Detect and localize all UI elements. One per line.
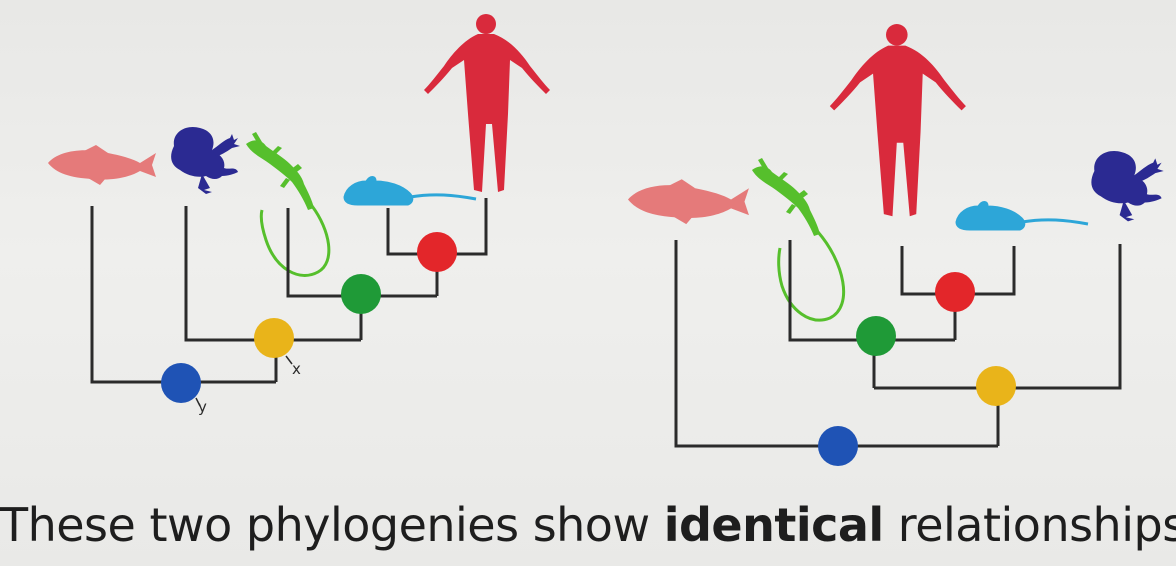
left-fish-icon <box>48 145 156 185</box>
right-phylogeny <box>628 24 1164 466</box>
left-node-green <box>341 274 381 314</box>
left-node-blue <box>161 363 201 403</box>
right-tree-branches <box>674 240 1122 448</box>
right-frog-icon <box>1091 151 1164 222</box>
node-label-x: x <box>292 360 301 378</box>
right-node-blue <box>818 426 858 466</box>
right-node-yellow <box>976 366 1016 406</box>
right-node-red <box>935 272 975 312</box>
left-human-icon <box>424 14 550 192</box>
left-tree-branches <box>90 198 488 396</box>
right-node-green <box>856 316 896 356</box>
caption-text-end: relationships <box>883 498 1176 552</box>
right-lizard-icon <box>752 158 846 322</box>
left-frog-icon <box>171 126 240 194</box>
right-fish-icon <box>628 179 749 225</box>
left-node-red <box>417 232 457 272</box>
caption-text-start: These two phylogenies show <box>0 498 664 552</box>
left-node-yellow <box>254 318 294 358</box>
caption-emphasis: identical <box>663 498 884 552</box>
left-lizard-icon <box>246 132 331 277</box>
caption: These two phylogenies show identical rel… <box>0 498 1176 552</box>
left-phylogeny: x y <box>48 14 550 416</box>
right-human-icon <box>829 24 966 217</box>
right-mouse-icon <box>954 200 1090 232</box>
left-mouse-icon <box>342 175 478 207</box>
node-label-y: y <box>198 398 207 416</box>
